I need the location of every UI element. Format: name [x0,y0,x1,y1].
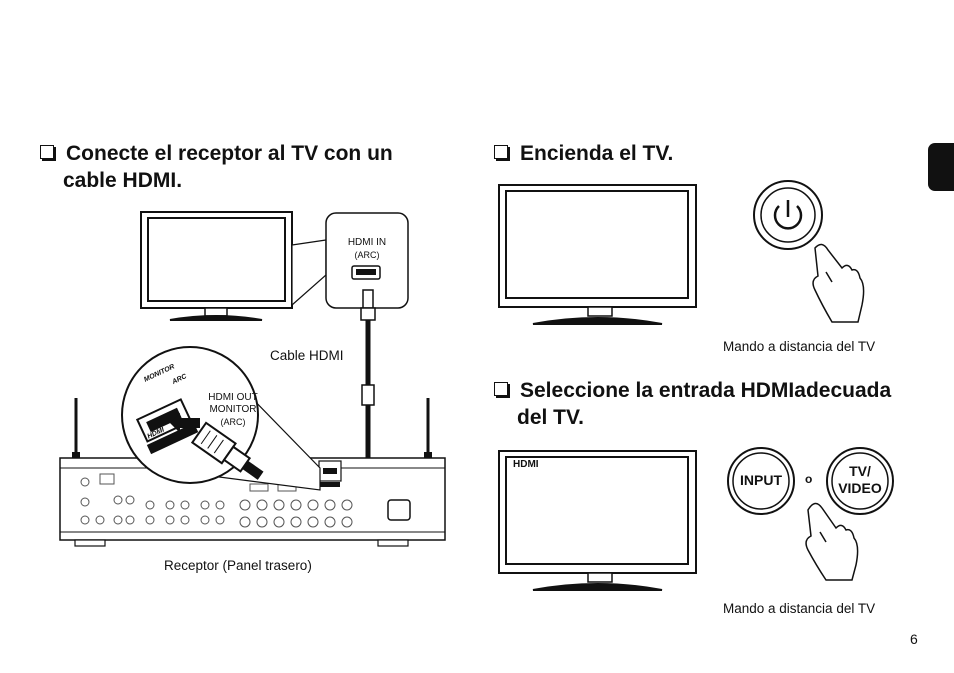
hdmi-out-label: HDMI OUT MONITOR (ARC) [196,392,270,428]
label-text: MONITOR [209,404,257,415]
cable-label: Cable HDMI [270,348,344,363]
page-number: 6 [910,631,918,647]
label-text: TV/ [849,463,871,479]
heading-line: Conecte el receptor al TV con un [66,142,393,165]
label-text: HDMI IN [347,237,387,248]
hand-icon [812,243,865,323]
checkbox-icon [494,382,508,397]
checkbox-icon [40,145,54,160]
heading-line: del TV. [517,406,584,429]
step-heading-connect: Conecte el receptor al TV con un cable H… [40,140,393,194]
hdmi-in-callout [291,212,409,309]
label-text: (ARC) [354,250,380,260]
receiver-caption: Receptor (Panel trasero) [164,558,312,573]
step-heading-select-input: Seleccione la entrada HDMIadecuada del T… [494,377,891,431]
hdmi-cable [335,289,376,489]
hand-icon [805,502,859,581]
power-button [753,180,823,250]
input-button [727,447,795,515]
tv-video-button [826,447,894,515]
tv-illustration-power [498,184,697,325]
checkbox-icon [494,145,508,160]
tv-video-button-label: TV/ VIDEO [832,463,888,497]
remote-caption: Mando a distancia del TV [723,339,876,354]
language-tab [928,143,954,191]
heading-line: Seleccione la entrada HDMIadecuada [520,379,892,402]
remote-caption: Mando a distancia del TV [723,601,876,616]
hdmi-out-callout [121,346,321,491]
label-text: HDMI OUT [208,392,258,403]
input-button-label: INPUT [740,472,782,488]
heading-line: cable HDMI. [63,169,183,192]
or-label: o [805,472,813,486]
label-text: (ARC) [220,417,246,427]
heading-line: Encienda el TV. [520,142,674,165]
tv-illustration-left [140,211,293,321]
label-text: VIDEO [838,480,882,496]
tv-illustration-hdmi [498,450,697,591]
tv-screen-label: HDMI [513,459,539,470]
step-heading-power-on: Encienda el TV. [494,140,673,167]
hdmi-in-label: HDMI IN (ARC) [326,237,408,261]
